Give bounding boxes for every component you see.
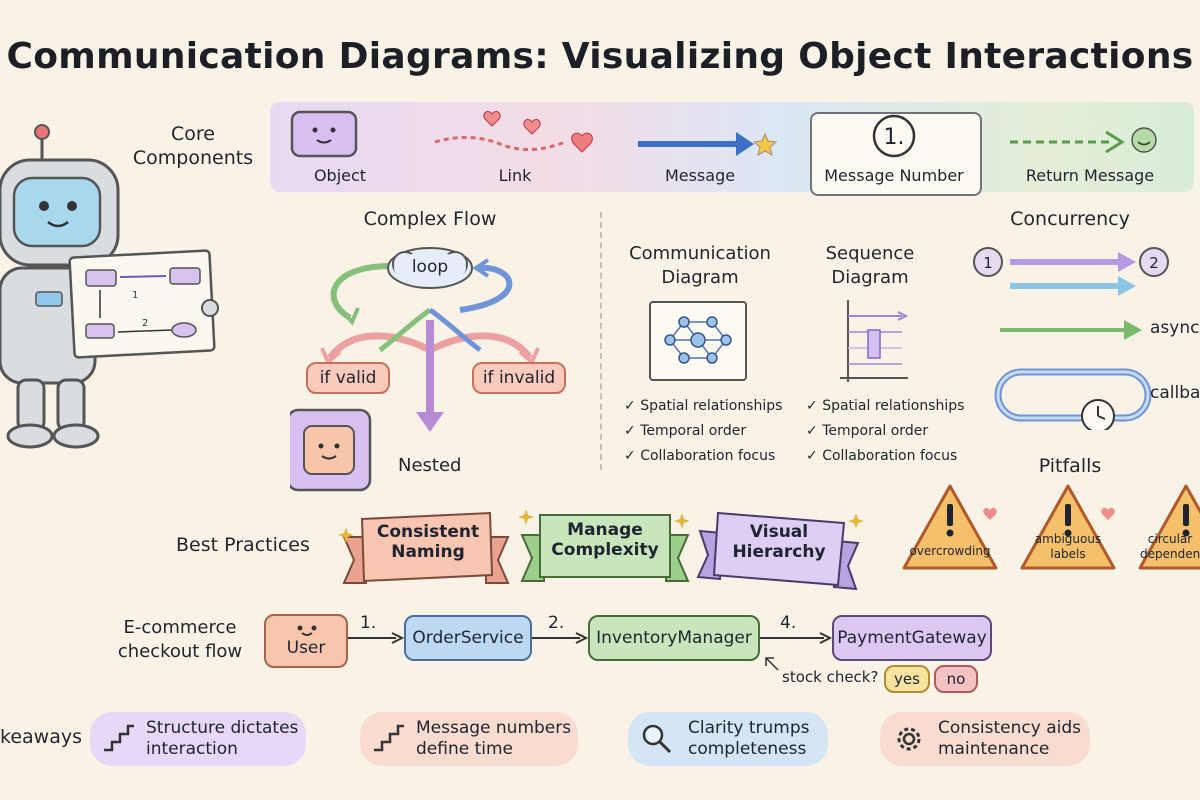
concurrency-title: Concurrency (1010, 208, 1130, 230)
concurrency-number-1: 1 (983, 254, 993, 272)
node-inventory-manager: InventoryManager (588, 615, 760, 661)
node-order-service: OrderService (404, 615, 532, 661)
object-icon (290, 110, 358, 158)
seq-check-1: ✓ Spatial relationships (806, 398, 965, 414)
comm-check-3: ✓ Collaboration focus (624, 448, 776, 464)
sequence-diagram-thumbnail (840, 300, 909, 382)
yes-badge: yes (884, 665, 930, 693)
ecommerce-arrows (346, 632, 833, 671)
message-number-icon: 1. (872, 114, 916, 158)
loop-cloud (387, 247, 473, 289)
best-practices-label: Best Practices (176, 534, 310, 556)
step-1-label: 1. (360, 613, 377, 633)
page-title: Communication Diagrams: Visualizing Obje… (6, 36, 1194, 77)
seq-check-3: ✓ Collaboration focus (806, 448, 958, 464)
takeaway-structure-text: Structure dictates interaction (146, 718, 299, 759)
node-user-label: User (286, 638, 326, 658)
comm-check-1-text: Spatial relationships (640, 398, 783, 414)
complex-flow-diagram (290, 247, 540, 492)
stock-check-label: stock check? (782, 668, 879, 686)
comm-check-3-text: Collaboration focus (640, 448, 776, 464)
svg-text:1: 1 (132, 290, 138, 301)
communication-diagram-title: Communication Diagram (629, 243, 771, 288)
comm-check-2: ✓ Temporal order (624, 423, 747, 439)
sequence-diagram-title: Sequence Diagram (825, 243, 915, 288)
if-valid-badge: if valid (306, 362, 390, 394)
core-item-message-number: Message Number (824, 166, 964, 185)
link-icon (434, 111, 593, 153)
step-4-label: 4. (780, 613, 797, 633)
node-user: User (264, 614, 348, 668)
stairs-icon (104, 724, 134, 752)
callback-label: callback (1150, 383, 1200, 403)
best-practices-ribbons (338, 509, 864, 591)
user-face-icon (297, 625, 317, 636)
complex-flow-title: Complex Flow (363, 208, 497, 230)
takeaways-label-text: Takeaways (0, 726, 82, 748)
takeaway-clarity-text: Clarity trumps completeness (688, 718, 810, 759)
core-item-object: Object (313, 166, 367, 185)
comm-check-1: ✓ Spatial relationships (624, 398, 783, 414)
takeaway-consistency-text: Consistency aids maintenance (938, 718, 1081, 759)
return-message-icon (1010, 127, 1157, 154)
nested-label: Nested (398, 455, 462, 476)
pitfall-circular-dependencies: circular dependencies (1140, 532, 1200, 561)
message-number-glyph: 1. (884, 125, 905, 150)
message-icon (638, 132, 778, 157)
svg-text:2: 2 (142, 318, 148, 329)
concurrency-number-2: 2 (1149, 254, 1159, 272)
takeaway-message-numbers-text: Message numbers define time (416, 718, 572, 759)
takeaway-consistency: Consistency aids maintenance (880, 712, 1090, 766)
section-divider (600, 212, 602, 470)
takeaways-label: Takeaways (0, 726, 82, 748)
concurrency-diagram: 1 2 (973, 247, 1169, 430)
no-badge: no (934, 665, 978, 693)
ecommerce-label: E-commerce checkout flow (117, 617, 243, 662)
seq-check-1-text: Spatial relationships (822, 398, 965, 414)
step-2-label: 2. (548, 613, 565, 633)
seq-check-2: ✓ Temporal order (806, 423, 929, 439)
core-item-link: Link (498, 166, 532, 185)
practice-manage-complexity: Manage Complexity (551, 520, 659, 560)
comm-check-2-text: Temporal order (640, 423, 747, 439)
async-label: async (1150, 318, 1200, 338)
nested-object-icon (290, 408, 372, 492)
pitfall-ambiguous-labels: ambiguous labels (1034, 532, 1102, 561)
whiteboard: 1 2 (68, 249, 216, 359)
magnifier-icon (642, 724, 672, 754)
takeaway-message-numbers: Message numbers define time (360, 712, 578, 766)
practice-visual-hierarchy: Visual Hierarchy (732, 522, 826, 562)
core-components-label: Core Components (132, 123, 254, 169)
node-payment-gateway: PaymentGateway (832, 615, 992, 661)
gear-icon (897, 727, 921, 751)
core-item-message: Message (664, 166, 736, 185)
pitfall-overcrowding: overcrowding (909, 544, 991, 558)
seq-check-3-text: Collaboration focus (822, 448, 958, 464)
seq-check-2-text: Temporal order (822, 423, 929, 439)
pitfalls-title: Pitfalls (1038, 455, 1102, 477)
practice-consistent-naming: Consistent Naming (376, 522, 480, 562)
takeaway-clarity: Clarity trumps completeness (628, 712, 828, 766)
takeaway-structure: Structure dictates interaction (90, 712, 306, 766)
stairs-icon (374, 724, 404, 752)
core-component-icons: 1. (290, 110, 1157, 158)
core-item-return-message: Return Message (1025, 166, 1155, 185)
communication-diagram-thumbnail (649, 301, 747, 381)
robot-illustration: 1 2 (0, 124, 219, 449)
loop-label: loop (411, 257, 449, 277)
pitfalls-warnings (902, 484, 1200, 570)
if-invalid-badge: if invalid (472, 362, 566, 394)
